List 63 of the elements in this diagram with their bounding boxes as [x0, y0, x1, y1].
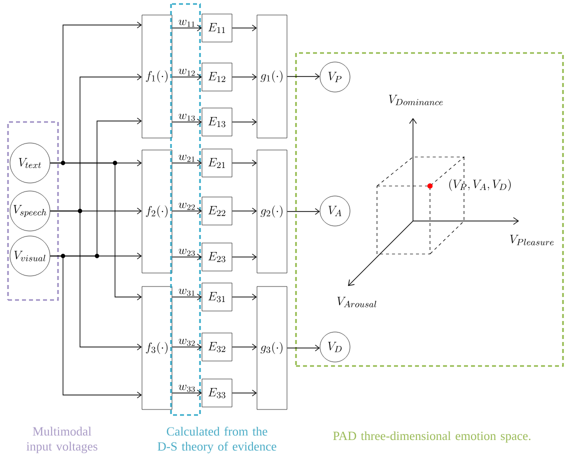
function-box: $g_{2}(\cdot)$ [256, 150, 288, 274]
arrow [172, 208, 202, 214]
evidence-box: $E_{21}$ [202, 148, 232, 178]
function-box: $f_{1}(\cdot)$ [142, 14, 172, 138]
edge-label: $w_{33}$ [178, 384, 195, 392]
dashed-group-box [7, 121, 59, 301]
circle-node: $V_{P}$ [320, 62, 350, 92]
arrow [232, 208, 257, 214]
evidence-box: $E_{33}$ [202, 378, 232, 408]
arrow [232, 390, 257, 396]
edge-label: $w_{21}$ [178, 154, 195, 162]
axis-label: $V_{Pleasure}$ [510, 234, 554, 246]
arrow [172, 24, 202, 32]
arrow [172, 74, 202, 80]
edge-label: $w_{13}$ [178, 114, 195, 121]
arrow [232, 24, 257, 32]
arrow [172, 344, 202, 350]
arrow [232, 254, 257, 260]
edge-label: $w_{22}$ [178, 202, 195, 210]
arrow [286, 344, 320, 352]
edge-label: $w_{32}$ [178, 338, 195, 346]
evidence-box: $E_{32}$ [202, 332, 232, 362]
arrow [50, 256, 142, 398]
arrow [232, 344, 257, 350]
arrow [172, 294, 202, 300]
function-box: $g_{1}(\cdot)$ [256, 14, 288, 138]
function-box: $f_{3}(\cdot)$ [142, 286, 172, 410]
arrow [172, 160, 202, 166]
circle-node: $V_{visual}$ [10, 236, 50, 276]
arrow [50, 162, 142, 300]
evidence-box: $E_{22}$ [202, 196, 232, 226]
evidence-box: $E_{31}$ [202, 282, 232, 312]
edge-label: $w_{11}$ [178, 20, 195, 27]
arrow [286, 208, 320, 215]
evidence-box: $E_{12}$ [202, 62, 232, 92]
edge-label: $w_{12}$ [178, 68, 195, 76]
function-box: $g_{3}(\cdot)$ [256, 286, 288, 410]
point-label: $(V_{P},V_{A},V_{D})$ [449, 179, 511, 191]
arrow [232, 294, 257, 300]
arrow [172, 254, 202, 260]
circle-node: $V_{speech}$ [10, 190, 50, 232]
caption-text: Multimodal input voltages [26, 426, 98, 454]
function-box: $f_{2}(\cdot)$ [142, 150, 172, 274]
axis-label: $V_{Dominance}$ [388, 94, 443, 106]
edge-label: $w_{31}$ [178, 288, 195, 296]
caption-text: Calculated from the D-S theory of evidence [158, 426, 276, 454]
circle-node: $V_{text}$ [10, 142, 50, 184]
evidence-box: $E_{11}$ [202, 14, 232, 42]
edge-label: $w_{23}$ [178, 248, 195, 256]
evidence-box: $E_{23}$ [202, 242, 232, 272]
arrow [286, 73, 320, 80]
arrow [232, 74, 257, 80]
evidence-box: $E_{13}$ [202, 108, 232, 136]
dashed-group-box [295, 52, 564, 367]
caption-text: PAD three-dimensional emotion space. [333, 431, 530, 443]
arrow [50, 210, 142, 350]
arrow [172, 118, 202, 126]
arrow [232, 160, 257, 166]
arrow [172, 390, 202, 396]
circle-node: $V_{D}$ [320, 332, 350, 362]
circle-node: $V_{A}$ [320, 196, 350, 226]
arrow [232, 118, 257, 126]
axis-label: $V_{Arousal}$ [337, 296, 376, 308]
